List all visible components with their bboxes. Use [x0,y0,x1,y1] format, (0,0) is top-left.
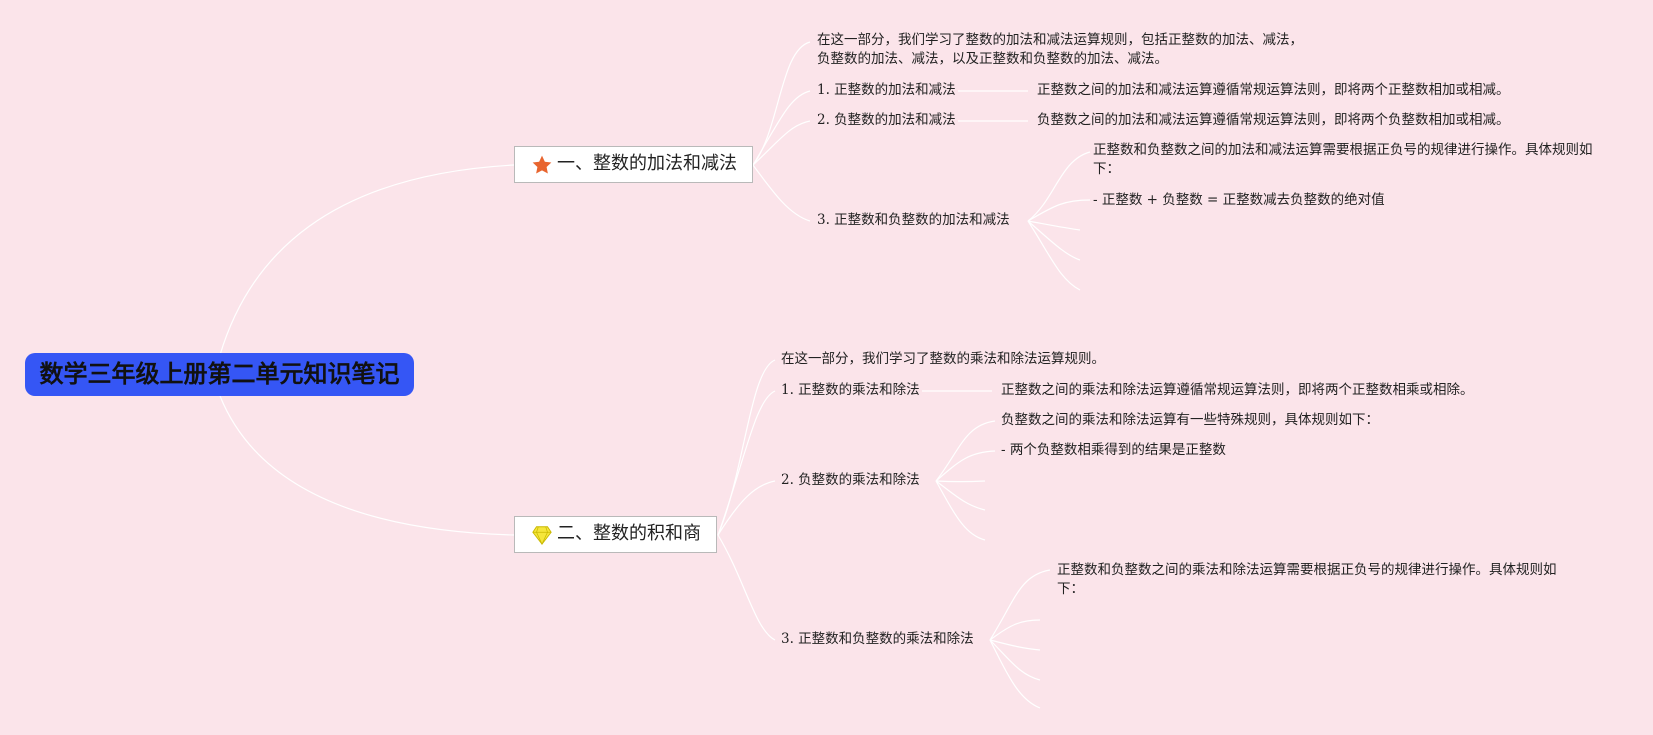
branch-title: 二、整数的积和商 [557,523,701,544]
branch2-item-2[interactable]: 2. 负整数的乘法和除法 [781,472,920,488]
branch1-item-2-detail: 负整数之间的加法和减法运算遵循常规运算法则，即将两个负整数相加或相减。 [1037,112,1510,128]
branch2-item-2-detail: 负整数之间的乘法和除法运算有一些特殊规则，具体规则如下： [1001,412,1379,428]
branch2-item-3[interactable]: 3. 正整数和负整数的乘法和除法 [781,631,974,647]
root-topic[interactable]: 数学三年级上册第二单元知识笔记 [25,353,414,396]
branch2-item-2-rule: - 两个负整数相乘得到的结果是正整数 [1001,442,1226,458]
branch1-item-3[interactable]: 3. 正整数和负整数的加法和减法 [817,212,1010,228]
branch1-item-2[interactable]: 2. 负整数的加法和减法 [817,112,956,128]
branch2-item-1-detail: 正整数之间的乘法和除法运算遵循常规运算法则，即将两个正整数相乘或相除。 [1001,382,1474,398]
branch1-item-3-rule: - 正整数 + 负整数 = 正整数减去负整数的绝对值 [1093,192,1385,208]
star-icon [532,155,552,174]
branch-addition-subtraction[interactable]: 一、整数的加法和减法 [514,146,753,183]
branch2-intro: 在这一部分，我们学习了整数的乘法和除法运算规则。 [781,351,1105,367]
branch2-item-1[interactable]: 1. 正整数的乘法和除法 [781,382,920,398]
branch1-item-1-detail: 正整数之间的加法和减法运算遵循常规运算法则，即将两个正整数相加或相减。 [1037,82,1510,98]
connector-root-branch2 [219,395,515,536]
branch-title: 一、整数的加法和减法 [557,153,737,174]
branch1-item-1[interactable]: 1. 正整数的加法和减法 [817,82,956,98]
branch-product-quotient[interactable]: 二、整数的积和商 [514,516,717,553]
branch1-item-3-detail: 正整数和负整数之间的加法和减法运算需要根据正负号的规律进行操作。具体规则如下： [1093,142,1593,177]
connector-root-branch1 [219,164,515,356]
branch1-intro: 在这一部分，我们学习了整数的加法和减法运算规则，包括正整数的加法、减法，负整数的… [817,32,1303,67]
branch2-item-3-detail: 正整数和负整数之间的乘法和除法运算需要根据正负号的规律进行操作。具体规则如下： [1057,562,1557,597]
diamond-icon [532,526,552,546]
